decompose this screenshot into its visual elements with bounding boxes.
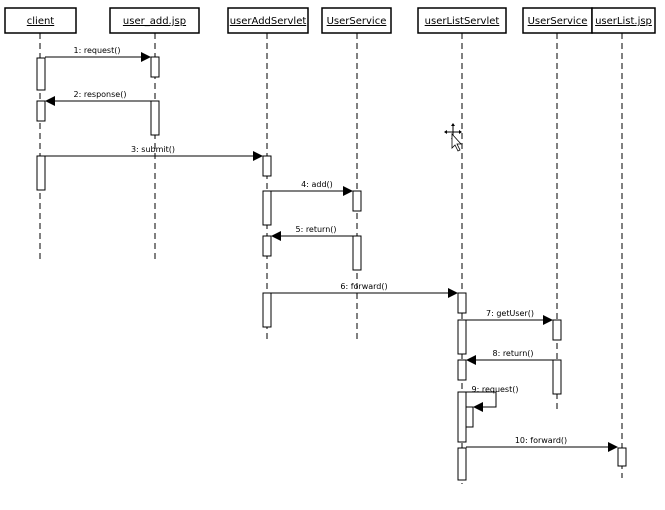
arrowhead-icon — [271, 231, 281, 241]
participant-box[interactable] — [591, 7, 656, 34]
message-3: 3: submit() — [45, 145, 263, 161]
participant-user-service-2[interactable]: UserService — [522, 7, 593, 34]
participant-client[interactable]: client — [4, 7, 77, 34]
message-label: 3: submit() — [131, 145, 175, 154]
participant-box[interactable] — [321, 7, 392, 34]
activation-bar — [457, 292, 467, 314]
participant-user-add-servlet[interactable]: userAddServlet — [227, 7, 309, 34]
message-2: 2: response() — [45, 90, 151, 106]
participant-label: userListServlet — [425, 16, 500, 27]
arrowhead-icon — [343, 186, 353, 196]
message-6: 6: forward() — [271, 282, 458, 298]
participant-label: userList.jsp — [595, 16, 652, 27]
activation-bar — [36, 57, 46, 91]
activation-bar — [150, 56, 160, 78]
message-label: 9: request() — [472, 385, 519, 394]
activation-bar — [457, 359, 467, 381]
activation-bar — [262, 155, 272, 177]
activation-bar — [552, 359, 562, 395]
arrow-cursor-icon — [451, 132, 462, 152]
activation-bar — [465, 406, 474, 428]
activation-bar — [457, 447, 467, 481]
message-label: 6: forward() — [340, 282, 387, 291]
activation-bar — [262, 292, 272, 328]
message-10: 10: forward() — [466, 436, 618, 452]
message-label: 5: return() — [295, 225, 336, 234]
participant-label: userAddServlet — [230, 16, 307, 27]
participant-user-list-servlet[interactable]: userListServlet — [417, 7, 507, 34]
activation-bar — [150, 100, 160, 136]
arrowhead-icon — [466, 355, 476, 365]
participant-label: UserService — [327, 16, 387, 27]
message-9: 9: request() — [466, 385, 518, 412]
participant-box[interactable] — [227, 7, 309, 34]
activation-bar — [352, 190, 362, 212]
message-arrow-line — [466, 391, 497, 408]
activation-bar — [262, 235, 272, 257]
activation-bar — [352, 235, 362, 271]
arrowhead-icon — [608, 442, 618, 452]
message-label: 2: response() — [74, 90, 127, 99]
activation-bar — [457, 391, 467, 443]
activation-bar — [36, 155, 46, 191]
participant-label: client — [27, 16, 55, 27]
activation-bar — [262, 190, 272, 226]
participant-label: user_add.jsp — [123, 16, 186, 27]
activation-bar — [457, 319, 467, 355]
message-8: 8: return() — [466, 349, 553, 365]
arrowhead-icon — [448, 288, 458, 298]
arrowhead-icon — [45, 96, 55, 106]
activation-bar — [552, 319, 562, 341]
message-label: 7: getUser() — [486, 309, 534, 318]
message-5: 5: return() — [271, 225, 353, 241]
participant-user-add-jsp[interactable]: user_add.jsp — [109, 7, 200, 34]
arrowhead-icon — [473, 402, 483, 412]
participant-box[interactable] — [522, 7, 593, 34]
activation-bar — [617, 447, 627, 467]
arrowhead-icon — [141, 52, 151, 62]
participant-label: UserService — [528, 16, 588, 27]
message-label: 10: forward() — [515, 436, 567, 445]
message-1: 1: request() — [45, 46, 151, 62]
participant-user-service-1[interactable]: UserService — [321, 7, 392, 34]
message-label: 4: add() — [301, 180, 333, 189]
arrowhead-icon — [253, 151, 263, 161]
arrowhead-icon — [543, 315, 553, 325]
participant-user-list-jsp[interactable]: userList.jsp — [591, 7, 656, 34]
message-4: 4: add() — [271, 180, 353, 196]
activation-bar — [36, 100, 46, 122]
message-7: 7: getUser() — [466, 309, 553, 325]
message-label: 1: request() — [74, 46, 121, 55]
message-label: 8: return() — [492, 349, 533, 358]
